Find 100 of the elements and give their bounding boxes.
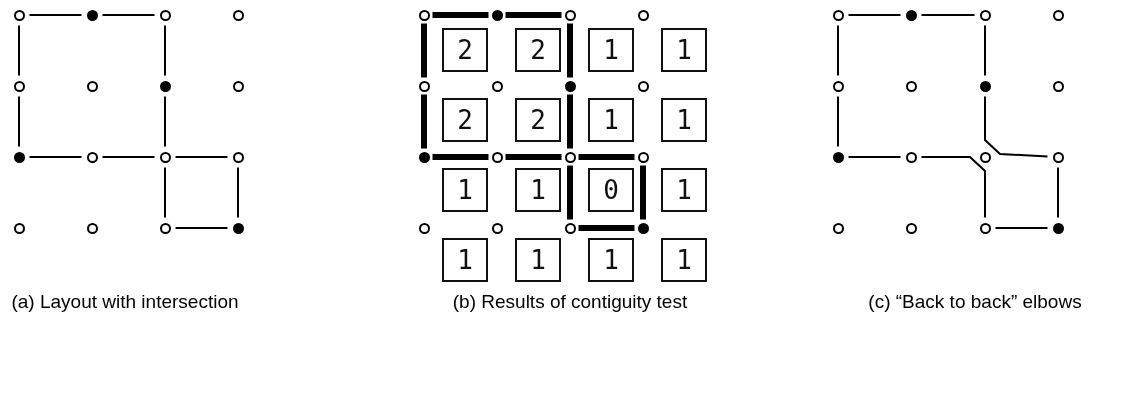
hollow-node-dot — [637, 151, 649, 163]
wire-line — [237, 166, 239, 219]
wire-line — [164, 95, 166, 148]
hollow-node-dot — [1052, 80, 1064, 92]
hollow-node-dot — [13, 80, 25, 92]
hollow-node-dot — [491, 80, 503, 92]
thick-wire-line — [578, 154, 635, 160]
wire-line — [101, 156, 156, 158]
wire-line — [18, 24, 20, 77]
count-square: 1 — [515, 168, 561, 212]
hollow-node-dot — [232, 151, 244, 163]
filled-node-dot — [418, 151, 430, 163]
filled-node-dot — [832, 151, 844, 163]
hollow-node-dot — [418, 80, 430, 92]
count-square: 1 — [588, 28, 634, 72]
thick-wire-line — [578, 225, 635, 231]
thick-wire-line — [505, 154, 562, 160]
thick-wire-line — [421, 94, 427, 149]
wire-line — [920, 14, 976, 16]
count-square: 1 — [515, 238, 561, 282]
count-square: 1 — [588, 98, 634, 142]
thick-wire-line — [432, 154, 489, 160]
count-square: 1 — [661, 98, 707, 142]
count-square: 2 — [442, 28, 488, 72]
hollow-node-dot — [86, 222, 98, 234]
hollow-node-dot — [637, 9, 649, 21]
count-square: 1 — [661, 238, 707, 282]
hollow-node-dot — [979, 222, 991, 234]
wire-line — [174, 227, 229, 229]
filled-node-dot — [13, 151, 25, 163]
filled-node-dot — [232, 222, 244, 234]
hollow-node-dot — [418, 222, 430, 234]
panel-caption: (c) “Back to back” elbows — [867, 290, 1083, 313]
hollow-node-dot — [564, 151, 576, 163]
hollow-node-dot — [905, 222, 917, 234]
wire-line — [18, 95, 20, 148]
thick-wire-line — [505, 12, 562, 18]
count-square: 2 — [515, 28, 561, 72]
wire-line — [837, 95, 839, 148]
count-square: 1 — [442, 168, 488, 212]
hollow-node-dot — [232, 80, 244, 92]
hollow-node-dot — [159, 222, 171, 234]
hollow-node-dot — [832, 80, 844, 92]
hollow-node-dot — [637, 80, 649, 92]
hollow-node-dot — [13, 222, 25, 234]
count-square: 0 — [588, 168, 634, 212]
thick-wire-line — [421, 23, 427, 78]
thick-wire-line — [567, 23, 573, 78]
hollow-node-dot — [232, 9, 244, 21]
wire-line — [847, 156, 902, 158]
count-square: 1 — [661, 28, 707, 72]
hollow-node-dot — [86, 151, 98, 163]
count-square: 2 — [515, 98, 561, 142]
count-square: 1 — [661, 168, 707, 212]
count-square: 1 — [588, 238, 634, 282]
wire-line — [1057, 166, 1059, 219]
hollow-node-dot — [564, 9, 576, 21]
wire-line — [101, 14, 156, 16]
hollow-node-dot — [159, 9, 171, 21]
thick-wire-line — [567, 165, 573, 220]
hollow-node-dot — [418, 9, 430, 21]
wire-line — [28, 14, 83, 16]
hollow-node-dot — [1052, 9, 1064, 21]
hollow-node-dot — [979, 9, 991, 21]
hollow-node-dot — [159, 151, 171, 163]
wire-line — [164, 166, 166, 219]
panel-caption: (a) Layout with intersection — [10, 290, 240, 313]
hollow-node-dot — [905, 80, 917, 92]
filled-node-dot — [979, 80, 991, 92]
filled-node-dot — [564, 80, 576, 92]
filled-node-dot — [159, 80, 171, 92]
hollow-node-dot — [13, 9, 25, 21]
thick-wire-line — [640, 165, 646, 220]
hollow-node-dot — [832, 222, 844, 234]
hollow-node-dot — [832, 9, 844, 21]
hollow-node-dot — [979, 151, 991, 163]
wire-line — [984, 95, 1049, 158]
wire-line — [984, 24, 986, 77]
panel-caption: (b) Results of contiguity test — [451, 290, 689, 313]
filled-node-dot — [905, 9, 917, 21]
hollow-node-dot — [86, 80, 98, 92]
wire-line — [174, 156, 229, 158]
hollow-node-dot — [491, 151, 503, 163]
wire-line — [847, 14, 902, 16]
filled-node-dot — [637, 222, 649, 234]
thick-wire-line — [432, 12, 489, 18]
wire-line — [164, 24, 166, 77]
count-square: 1 — [442, 238, 488, 282]
thick-wire-line — [567, 94, 573, 149]
filled-node-dot — [86, 9, 98, 21]
hollow-node-dot — [905, 151, 917, 163]
wire-line — [920, 156, 986, 219]
filled-node-dot — [1052, 222, 1064, 234]
wire-line — [994, 227, 1049, 229]
hollow-node-dot — [564, 222, 576, 234]
wire-line — [837, 24, 839, 77]
filled-node-dot — [491, 9, 503, 21]
hollow-node-dot — [1052, 151, 1064, 163]
wire-line — [28, 156, 83, 158]
hollow-node-dot — [491, 222, 503, 234]
